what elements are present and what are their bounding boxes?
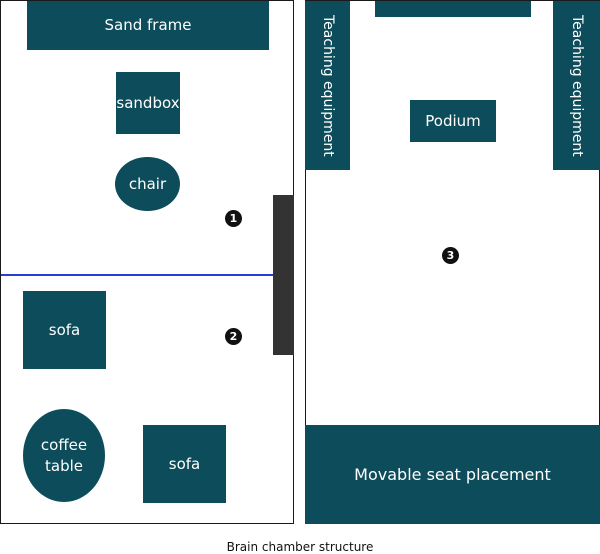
left-room: Sand frame sandbox chair 1 sofa 2 coffee… <box>0 0 294 524</box>
sand-frame: Sand frame <box>27 1 269 50</box>
sandbox: sandbox <box>116 72 180 134</box>
coffee-table-label: coffee table <box>40 436 88 475</box>
movable-seat-area: Movable seat placement <box>305 425 600 524</box>
sofa-upper-label: sofa <box>48 320 81 339</box>
podium-label: Podium <box>425 111 481 130</box>
diagram-caption: Brain chamber structure <box>226 540 374 554</box>
sandbox-label: sandbox <box>116 93 180 112</box>
teaching-equipment-left-label: Teaching equipment <box>319 14 336 157</box>
zone-divider <box>1 274 275 276</box>
movable-seat-label: Movable seat placement <box>354 464 551 484</box>
sofa-lower-label: sofa <box>168 454 201 473</box>
left-room-door <box>273 195 294 355</box>
marker-1: 1 <box>225 210 242 227</box>
marker-3: 3 <box>442 247 459 264</box>
teaching-equipment-right: Teaching equipment <box>553 1 600 170</box>
teaching-equipment-right-label: Teaching equipment <box>568 14 585 157</box>
sofa-lower: sofa <box>143 425 226 503</box>
sand-frame-label: Sand frame <box>104 16 192 35</box>
sofa-upper: sofa <box>23 291 106 369</box>
marker-2: 2 <box>225 328 242 345</box>
chair: chair <box>115 157 180 211</box>
podium: Podium <box>410 100 496 142</box>
top-fixture <box>375 1 531 17</box>
chair-label: chair <box>128 174 167 193</box>
coffee-table: coffee table <box>23 409 105 502</box>
teaching-equipment-left: Teaching equipment <box>305 1 350 170</box>
right-room: Teaching equipment Teaching equipment Po… <box>305 0 600 524</box>
